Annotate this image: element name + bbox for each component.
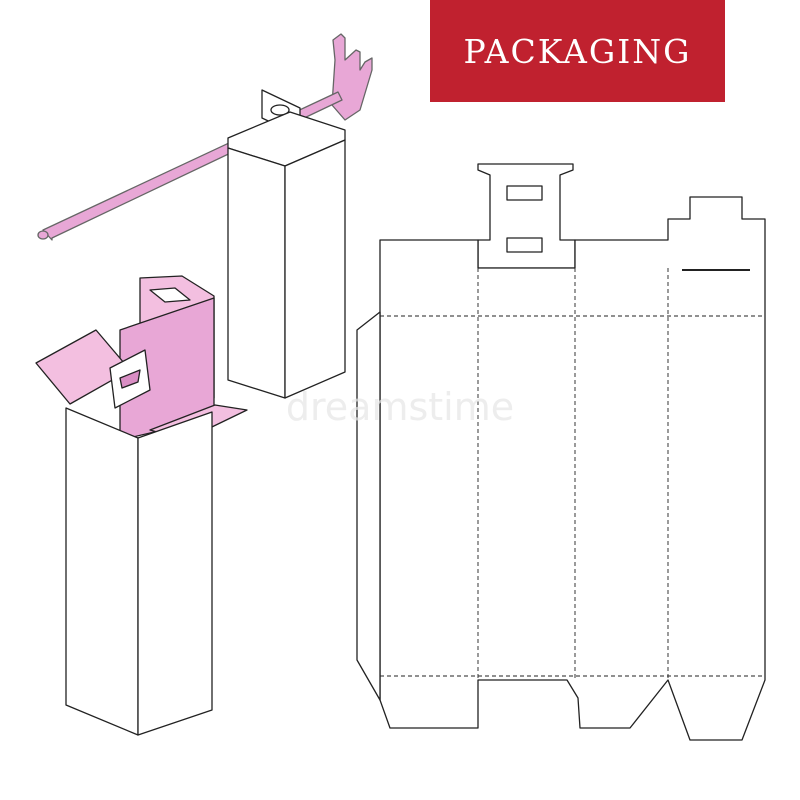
open-box-icon <box>35 275 248 736</box>
watermark: dreamstime <box>285 385 515 429</box>
banner-title: PACKAGING <box>463 31 692 71</box>
hook-bracket <box>331 33 373 121</box>
hook-box-icon <box>37 33 373 399</box>
dieline-icon <box>356 163 766 741</box>
packaging-banner: PACKAGING <box>430 0 725 102</box>
